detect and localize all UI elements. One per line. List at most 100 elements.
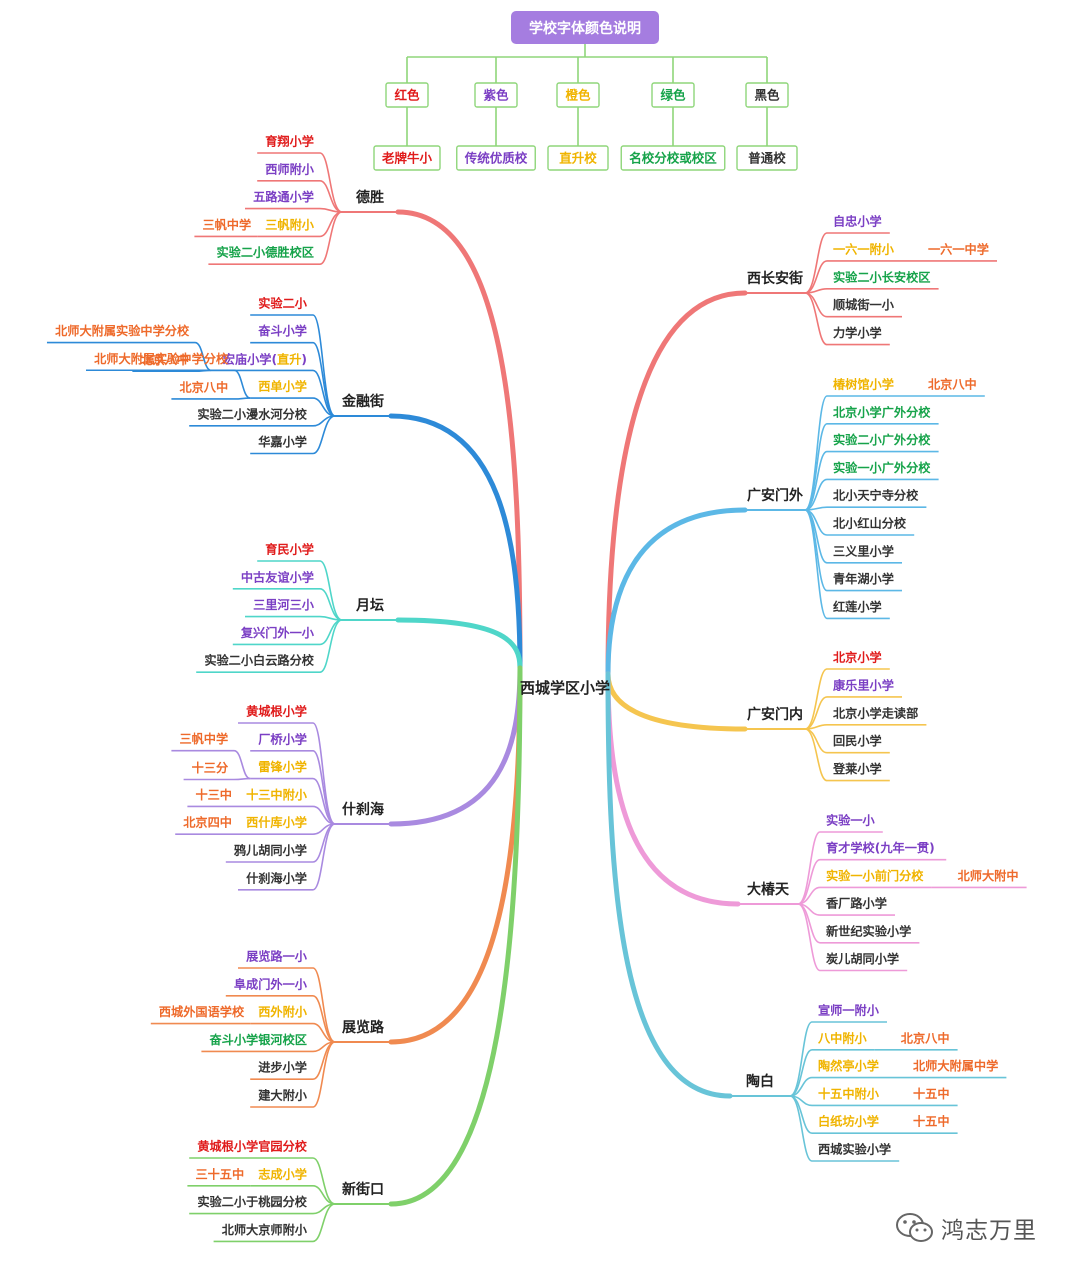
branch-10: 陶白	[746, 1073, 774, 1090]
school-7-8: 红莲小学	[833, 599, 882, 614]
school-9-5: 炭儿胡同小学	[826, 951, 899, 966]
school-3-3: 十三中附小	[246, 787, 308, 802]
school-2-3: 复兴门外一小	[240, 625, 315, 640]
school-3-0: 黄城根小学	[246, 704, 307, 719]
school-10-3: 十五中附小	[818, 1086, 880, 1101]
school-5-0: 黄城根小学官园分校	[197, 1139, 307, 1154]
branch-7: 广安门外	[747, 487, 803, 504]
school-7-1: 北京小学广外分校	[833, 404, 931, 419]
branch-5: 新街口	[342, 1181, 384, 1198]
school-1-0: 实验二小	[258, 296, 308, 311]
destination-6-1-0: 一六一中学	[928, 241, 989, 256]
branch-9: 大椿天	[747, 881, 790, 898]
school-3-2: 雷锋小学	[258, 759, 307, 774]
school-9-1: 育才学校(九年一贯)	[826, 840, 935, 855]
legend-meaning-3: 名校分校或校区	[629, 151, 717, 166]
school-2-2: 三里河三小	[253, 597, 315, 612]
school-5-2: 实验二小于桃园分校	[197, 1194, 307, 1209]
school-7-3: 实验一小广外分校	[833, 460, 931, 475]
school-2-0: 育民小学	[265, 542, 314, 557]
legend-title: 学校字体颜色说明	[511, 11, 659, 44]
destination-1-2-0: 北师大附属实验中学分校	[55, 323, 190, 338]
branch-1: 金融街	[341, 393, 384, 410]
destination-1-2-1: 北京八中	[140, 352, 189, 367]
school-6-1: 一六一附小	[833, 241, 895, 256]
school-8-1: 康乐里小学	[833, 677, 894, 692]
destination-7-0-0: 北京八中	[928, 377, 977, 392]
school-6-0: 自忠小学	[833, 214, 882, 229]
school-3-4: 西什库小学	[246, 815, 307, 830]
destination-3-2-0: 三帆中学	[179, 731, 228, 746]
destination-0-3-0: 三帆中学	[202, 217, 251, 232]
school-1-3: 西单小学	[258, 379, 307, 394]
destination-3-4-0: 北京四中	[183, 815, 232, 830]
school-1-4: 实验二小漫水河分校	[197, 406, 307, 421]
legend-meaning-1: 传统优质校	[464, 151, 528, 166]
destination-10-3-0: 十五中	[913, 1086, 950, 1101]
school-4-5: 建大附小	[257, 1088, 308, 1103]
school-3-1: 厂桥小学	[258, 731, 307, 746]
branch-8: 广安门内	[747, 706, 803, 723]
school-8-3: 回民小学	[833, 733, 882, 748]
center-node: 西城学区小学	[519, 678, 610, 697]
school-4-2: 西外附小	[258, 1004, 308, 1019]
destination-9-2-0: 北师大附中	[958, 868, 1019, 883]
legend-color-1: 紫色	[483, 88, 509, 103]
destination-10-1-0: 北京八中	[901, 1030, 950, 1045]
school-7-0: 椿树馆小学	[833, 377, 894, 392]
school-8-2: 北京小学走读部	[833, 705, 918, 720]
school-7-5: 北小红山分校	[833, 516, 907, 531]
school-9-4: 新世纪实验小学	[826, 923, 911, 938]
school-0-1: 西师附小	[265, 161, 315, 176]
school-4-0: 展览路一小	[246, 949, 308, 964]
destination-10-4-0: 十五中	[913, 1114, 950, 1129]
school-9-2: 实验一小前门分校	[826, 868, 924, 883]
branch-6: 西长安街	[747, 270, 803, 287]
school-9-0: 实验一小	[826, 813, 876, 828]
school-label-tail: )	[301, 352, 307, 366]
school-5-1: 志成小学	[258, 1166, 307, 1181]
school-0-3: 三帆附小	[265, 217, 315, 232]
watermark: 鸿志万里	[895, 1208, 1037, 1248]
school-1-2: 宏庙小学(直升)	[223, 351, 307, 366]
school-2-4: 实验二小白云路分校	[204, 653, 314, 668]
school-6-2: 实验二小长安校区	[833, 269, 931, 284]
school-0-2: 五路通小学	[253, 189, 314, 204]
school-10-1: 八中附小	[817, 1030, 868, 1045]
destination-4-2-0: 西城外国语学校	[159, 1004, 245, 1019]
school-8-0: 北京小学	[833, 650, 882, 665]
school-7-6: 三义里小学	[833, 543, 894, 558]
school-3-5: 鸦儿胡同小学	[234, 843, 307, 858]
legend-color-0: 红色	[394, 88, 420, 103]
school-1-5: 华嘉小学	[258, 434, 307, 449]
legend-color-2: 橙色	[565, 88, 591, 103]
legend-meaning-0: 老牌牛小	[381, 151, 433, 166]
school-4-3: 奋斗小学银河校区	[209, 1032, 308, 1047]
school-6-4: 力学小学	[833, 325, 882, 340]
school-5-3: 北师大京师附小	[222, 1222, 308, 1237]
school-10-0: 宣师一附小	[818, 1003, 880, 1018]
destination-5-1-0: 三十五中	[195, 1166, 244, 1181]
branch-2: 月坛	[355, 597, 384, 614]
school-3-6: 什刹海小学	[246, 870, 307, 885]
legend-color-4: 黑色	[754, 88, 780, 103]
branch-0: 德胜	[356, 189, 384, 206]
school-label-highlight: 直升	[277, 351, 301, 366]
school-7-2: 实验二小广外分校	[833, 432, 931, 447]
legend-meaning-4: 普通校	[748, 151, 786, 166]
destination-3-3-0: 十三中	[195, 787, 232, 802]
school-10-5: 西城实验小学	[818, 1142, 891, 1157]
branch-3: 什刹海	[342, 801, 384, 818]
destination-1-3-0: 北师大附属实验中学分校	[94, 351, 229, 366]
school-1-1: 奋斗小学	[257, 323, 307, 338]
school-10-4: 白纸坊小学	[818, 1114, 879, 1129]
school-0-0: 育翔小学	[265, 134, 314, 149]
school-7-4: 北小天宁寺分校	[833, 488, 919, 503]
destination-1-3-1: 北京八中	[179, 379, 228, 394]
school-4-4: 进步小学	[258, 1060, 307, 1075]
destination-3-2-1: 十三分	[192, 760, 229, 775]
school-7-7: 青年湖小学	[833, 571, 894, 586]
school-8-4: 登莱小学	[832, 761, 882, 776]
legend-color-3: 绿色	[660, 88, 686, 103]
